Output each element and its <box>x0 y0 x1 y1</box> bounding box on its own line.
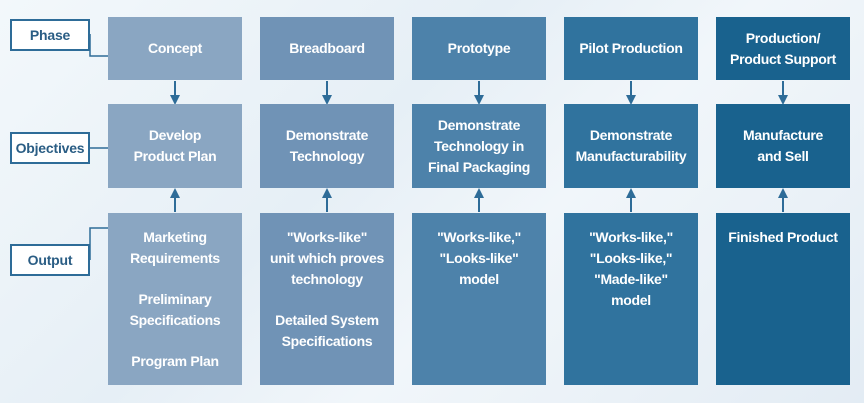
output-line: Marketing <box>143 229 207 245</box>
output-line: model <box>611 292 651 308</box>
objective-line: Technology <box>289 148 365 164</box>
output-line: unit which proves <box>270 250 384 266</box>
output-line: Specifications <box>281 333 373 349</box>
output-cell-3: "Works-like," "Looks-like" model <box>412 213 546 385</box>
phase-line: Product Support <box>730 50 836 67</box>
phase-cell-1: Concept <box>108 17 242 80</box>
phase-line: Pilot Production <box>579 40 683 56</box>
output-line: Specifications <box>129 312 221 328</box>
objective-line: Demonstrate <box>285 127 369 143</box>
output-line: "Looks-like," <box>589 250 673 266</box>
output-line: "Made-like" <box>594 271 668 287</box>
output-line: technology <box>291 271 363 287</box>
objective-line: Product Plan <box>133 148 217 164</box>
output-line: "Works-like," <box>437 229 521 245</box>
phase-cell-3: Prototype <box>412 17 546 80</box>
objective-line: Final Packaging <box>427 158 531 175</box>
phase-cell-5: Production/Product Support <box>716 17 850 80</box>
output-line: model <box>459 271 499 287</box>
phase-connector <box>89 34 108 57</box>
output-connector <box>89 227 108 260</box>
phase-line: Production/ <box>745 29 821 46</box>
objective-line: and Sell <box>757 148 809 164</box>
objective-line: Technology in <box>434 137 524 154</box>
output-line: Finished Product <box>728 229 838 245</box>
phase-line: Concept <box>148 40 202 56</box>
objectives-label: Objectives <box>10 132 90 164</box>
objective-cell-5: Manufacture and Sell <box>716 104 850 188</box>
objective-line: Manufacturability <box>575 148 687 164</box>
phase-label: Phase <box>10 19 90 51</box>
objective-line: Manufacture <box>743 127 823 143</box>
output-line: Requirements <box>130 250 220 266</box>
output-label: Output <box>10 244 90 276</box>
phase-line: Prototype <box>447 40 511 56</box>
phase-line: Breadboard <box>289 40 365 56</box>
objective-line: Demonstrate <box>437 116 521 133</box>
objective-line: Demonstrate <box>589 127 673 143</box>
output-line: Preliminary <box>138 291 212 307</box>
output-line: "Works-like," <box>589 229 673 245</box>
objective-line: Develop <box>148 127 202 143</box>
output-line: Program Plan <box>131 353 219 369</box>
output-line: Detailed System <box>275 312 379 328</box>
output-cell-5: Finished Product <box>716 213 850 385</box>
phase-cell-2: Breadboard <box>260 17 394 80</box>
output-line: "Looks-like" <box>439 250 519 266</box>
output-cell-4: "Works-like," "Looks-like," "Made-like" mod… <box>564 213 698 385</box>
phase-cell-4: Pilot Production <box>564 17 698 80</box>
output-line: "Works-like" <box>286 229 368 245</box>
